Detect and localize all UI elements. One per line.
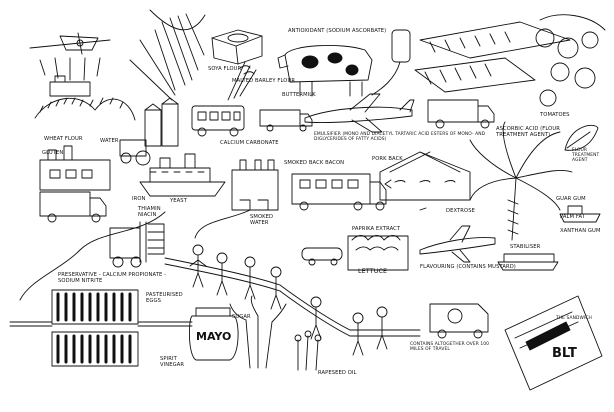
label-palm-fat: PALM FAT xyxy=(560,214,585,220)
label-wheat-flour: WHEAT FLOUR xyxy=(44,136,83,142)
label-yeast: YEAST xyxy=(170,198,187,204)
label-iron: IRON xyxy=(132,196,146,202)
container-ship xyxy=(497,253,559,271)
label-tomatoes: TOMATOES xyxy=(540,112,570,118)
passenger-plane xyxy=(419,225,496,263)
delivery-truck-left xyxy=(39,191,107,223)
milk-truck xyxy=(259,109,313,132)
delivery-van xyxy=(429,303,489,339)
rapeseed-plants xyxy=(294,330,322,371)
label-pack-text: THE SANDWICH xyxy=(556,316,592,321)
label-buttermilk: BUTTERMILK xyxy=(282,92,316,98)
palm-tree xyxy=(469,121,573,241)
pig-barn xyxy=(379,151,471,201)
wheat-field xyxy=(34,75,136,121)
label-gluten: GLUTEN xyxy=(42,150,64,156)
smokehouse xyxy=(231,159,279,211)
road-line xyxy=(194,209,251,239)
delivery-van-top-right xyxy=(427,99,495,129)
label-pasteurised-eggs: PASTEURISED EGGS xyxy=(146,292,183,304)
wheat-sheaf xyxy=(129,9,206,101)
lettuce-crate xyxy=(347,235,409,271)
crop-duster-plane xyxy=(29,32,111,81)
egg-crate-bottom xyxy=(51,331,139,367)
label-xanthan-gum: XANTHAN GUM xyxy=(560,228,601,234)
bus xyxy=(191,105,245,137)
forklift xyxy=(109,221,165,268)
soya-box xyxy=(211,29,263,65)
label-preservative: PRESERVATIVE - CALCIUM PROPIONATE - SODI… xyxy=(58,272,167,284)
label-blt: BLT xyxy=(552,346,577,361)
grain-silos xyxy=(144,97,179,147)
bacon-lorry xyxy=(291,173,387,211)
milk-tank xyxy=(371,29,411,96)
label-footnote: CONTAINS ALTOGETHER OVER 100 MILES OF TR… xyxy=(410,342,490,352)
greenhouses xyxy=(414,21,571,93)
label-smoked-back-bacon: SMOKED BACK BACON xyxy=(284,160,345,166)
barley-stalk xyxy=(227,61,257,101)
tomatoes xyxy=(535,14,606,107)
road-line xyxy=(19,211,166,301)
leaf xyxy=(564,124,599,151)
label-guar-gum: GUAR GUM xyxy=(556,196,586,202)
tractor xyxy=(119,139,151,166)
label-pork-back: PORK BACK xyxy=(372,156,403,162)
label-rapeseed-oil: RAPESEED OIL xyxy=(318,370,357,376)
cow xyxy=(277,44,373,97)
label-mayo: MAYO xyxy=(196,330,232,343)
label-flavouring: FLAVOURING (CONTAINS MUSTARD) xyxy=(420,264,516,270)
mayo-jar xyxy=(188,307,239,361)
flow-arrow xyxy=(419,207,427,211)
label-stabiliser: STABILISER xyxy=(510,244,541,250)
flow-arrow xyxy=(384,179,392,189)
label-paprika-extract: PAPRIKA EXTRACT xyxy=(352,226,401,232)
blt-package xyxy=(504,295,603,391)
cargo-plane xyxy=(304,93,415,133)
egg-crate-top xyxy=(51,289,139,325)
label-lettuce: LETTUCE xyxy=(358,267,388,275)
sugar-cane xyxy=(229,295,287,369)
bakery-factory xyxy=(39,145,111,191)
label-flour-treatment-agent: FLOUR TREATMENT AGENT xyxy=(572,148,600,163)
label-smoked-water: SMOKED WATER xyxy=(250,214,274,226)
label-ascorbic-acid: ASCORBIC ACID (FLOUR TREATMENT AGENT) xyxy=(496,126,560,138)
label-malted-barley-flour: MALTED BARLEY FLOUR xyxy=(232,78,296,84)
tanker-truck xyxy=(301,247,343,266)
label-antioxidant: ANTIOXIDANT (SODIUM ASCORBATE) xyxy=(288,28,387,34)
egg-conveyor xyxy=(9,321,193,327)
label-water: WATER xyxy=(100,138,119,144)
label-calcium-carbonate: CALCIUM CARBONATE xyxy=(220,140,279,146)
tanker-ship xyxy=(559,205,601,223)
label-thiamin-niacin: THIAMIN NIACIN xyxy=(138,206,161,218)
label-sugar: SUGAR xyxy=(232,314,251,320)
cargo-ship xyxy=(139,153,226,197)
label-dextrose: DEXTROSE xyxy=(446,208,475,214)
production-line xyxy=(164,244,421,356)
label-emulsifier: EMULSIFIER (MONO AND DIACETYL TARTARIC A… xyxy=(314,132,486,142)
label-soya-flour: SOYA FLOUR xyxy=(208,66,242,72)
label-spirit-vinegar: SPIRIT VINEGAR xyxy=(160,356,185,368)
